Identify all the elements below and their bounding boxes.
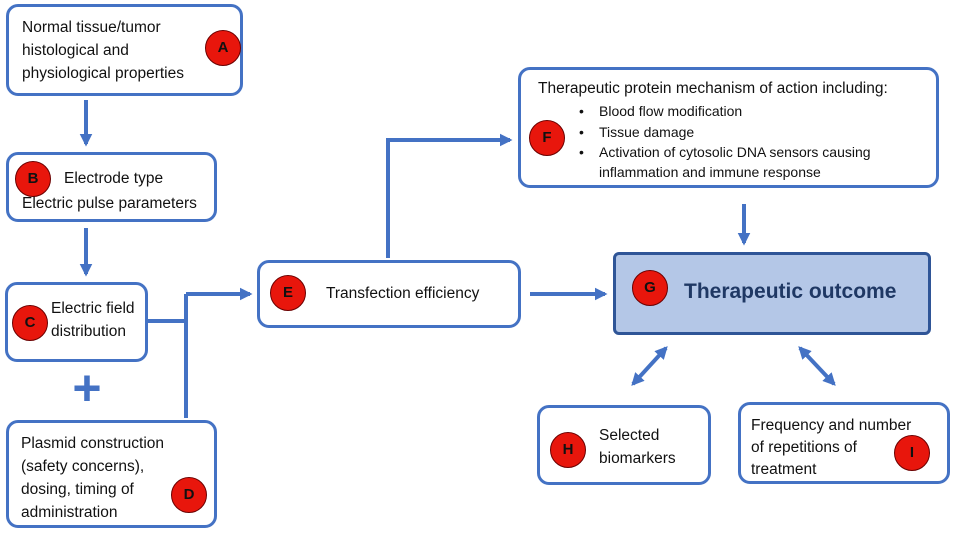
badge-c: C	[12, 305, 48, 341]
node-d-line-3: dosing, timing of	[21, 481, 134, 498]
plus-icon: +	[72, 360, 102, 416]
node-d-line-1: Plasmid construction	[21, 435, 165, 452]
node-e-box: E Transfection efficiency	[257, 260, 521, 328]
node-i-line-2: of repetitions of	[751, 439, 857, 456]
node-a-line-1: Normal tissue/tumor	[22, 19, 161, 36]
node-b-line-2: Electric pulse parameters	[22, 195, 197, 212]
node-f-bullet-list: Blood flow modification Tissue damage Ac…	[575, 101, 871, 163]
node-h-box: H Selected biomarkers	[537, 405, 711, 485]
node-b-line-1: Electrode type	[64, 170, 164, 187]
node-d-line-4: administration	[21, 504, 118, 521]
arrow-g-i	[798, 346, 836, 386]
node-a-line-3: physiological properties	[22, 65, 184, 82]
node-g-label: Therapeutic outcome	[684, 280, 897, 303]
node-g-box: G Therapeutic outcome	[613, 252, 931, 335]
node-f-box: Therapeutic protein mechanism of action …	[518, 67, 939, 188]
badge-a: A	[205, 30, 241, 66]
badge-b: B	[15, 161, 51, 197]
node-c-line-2: distribution	[51, 323, 126, 340]
node-f-title: Therapeutic protein mechanism of action …	[538, 80, 888, 97]
badge-d: D	[171, 477, 207, 513]
node-f-bullet-3-continuation: inflammation and immune response	[599, 164, 821, 180]
arrow-e-to-f	[386, 133, 513, 258]
node-i-box: Frequency and number of repetitions of t…	[738, 402, 950, 484]
badge-h: H	[550, 432, 586, 468]
arrow-g-h	[631, 346, 668, 386]
node-f-bullet-3: Activation of cytosolic DNA sensors caus…	[575, 142, 871, 163]
node-i-line-3: treatment	[751, 461, 817, 478]
node-f-bullet-1: Blood flow modification	[575, 101, 871, 122]
node-c-box: C Electric field distribution	[5, 282, 148, 362]
badge-g: G	[632, 270, 668, 306]
badge-e: E	[270, 275, 306, 311]
node-h-line-2: biomarkers	[599, 450, 676, 467]
node-h-line-1: Selected	[599, 427, 660, 444]
node-c-line-1: Electric field	[51, 300, 135, 317]
node-a-box: Normal tissue/tumor histological and phy…	[6, 4, 243, 96]
node-d-line-2: (safety concerns),	[21, 458, 145, 475]
node-a-line-2: histological and	[22, 42, 129, 59]
badge-f: F	[529, 120, 565, 156]
node-i-line-1: Frequency and number	[751, 417, 912, 434]
badge-i: I	[894, 435, 930, 471]
node-d-box: Plasmid construction (safety concerns), …	[6, 420, 217, 528]
node-b-box: B Electrode type Electric pulse paramete…	[6, 152, 217, 222]
node-f-bullet-2: Tissue damage	[575, 122, 871, 143]
node-e-line-1: Transfection efficiency	[326, 285, 480, 302]
